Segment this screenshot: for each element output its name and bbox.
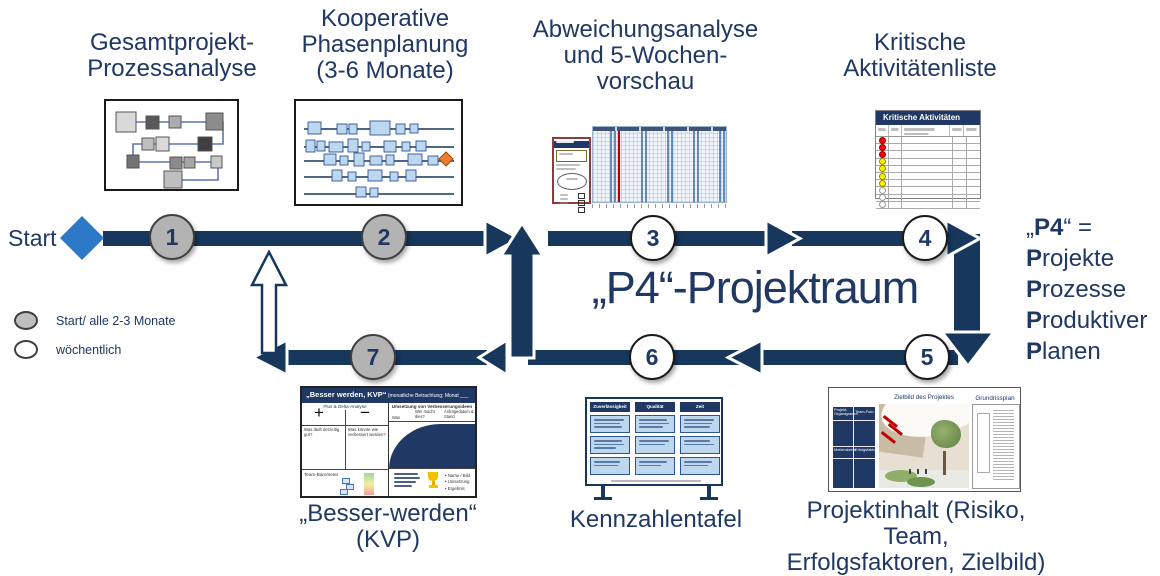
col-wer: Wer macht dies? — [415, 409, 435, 419]
form-field — [556, 150, 587, 162]
return-outline-arrow — [249, 249, 289, 355]
process-analysis-thumbnail — [104, 99, 239, 191]
legend-white-dot-icon — [14, 340, 38, 359]
best-practice-note — [392, 471, 420, 487]
critical-table-title: Kritische Aktivitäten — [876, 111, 980, 125]
legend-weekly-label: wöchentlich — [56, 343, 122, 357]
projektinhalt-thumbnail: Projekt-Organigramm Team-Foto Meilenstei… — [828, 387, 1021, 492]
table-row — [876, 165, 980, 173]
critical-table-subheader — [876, 125, 980, 137]
start-diamond-icon — [60, 216, 104, 260]
umsetzung-label: Umsetzung von Verbesserungsideen — [391, 404, 473, 409]
table-row — [876, 201, 980, 209]
plus-delta-label: Plus & Delta-Analyse — [323, 404, 367, 409]
process-flow-icon — [115, 111, 224, 189]
table-row — [876, 150, 980, 159]
kvp-question-left: Was läuft derzeitig gut? — [304, 427, 340, 437]
deviation-form-thumbnail — [552, 137, 591, 213]
team-barometer-label: Team-Barometer — [304, 472, 339, 477]
caption-kvp: „Besser-werden“ (KVP) — [299, 500, 477, 553]
kvp-board-header: „Besser werden, KVP“ (monatliche Betrach… — [302, 388, 475, 403]
zielbild-image — [879, 404, 969, 488]
board-foot — [700, 497, 718, 500]
kvp-board-thumbnail: „Besser werden, KVP“ (monatliche Betrach… — [300, 386, 477, 498]
cloud-shape-icon — [556, 173, 587, 190]
step-circle-2: 2 — [361, 214, 407, 260]
p4-definition-block: „P4“ = Projekte Prozesse Produktiver Pla… — [1026, 212, 1147, 367]
table-row — [876, 186, 980, 195]
table-row — [876, 179, 980, 188]
kvp-right-panel: Umsetzung von Verbesserungsideen Was Wer… — [389, 403, 475, 496]
grid-axis-ticks — [592, 204, 727, 208]
step-circle-4: 4 — [902, 215, 948, 261]
five-week-grid-thumbnail — [592, 126, 727, 203]
caption-projektinhalt: Projektinhalt (Risiko, Team, Erfolgsfakt… — [786, 497, 1046, 576]
col-stand: Anfragedatum & Stand — [444, 409, 474, 419]
flow-arrow-heads — [249, 217, 998, 378]
kennzahlen-col-zeit: Zeit — [680, 402, 720, 412]
kvp-left-panel: Plus & Delta-Analyse + − Was läuft derze… — [302, 403, 388, 496]
table-row — [876, 136, 980, 145]
phase-planning-thumbnail — [294, 99, 463, 206]
kennzahlen-col-qualitaet: Qualität — [635, 402, 675, 412]
board-leg — [707, 486, 711, 497]
cell-erfolgsfaktoren: Erfolgsfaktoren — [855, 447, 882, 452]
cell-meilensteine: Meilensteine — [834, 447, 856, 452]
today-line — [618, 131, 620, 202]
caption-phase-planning: Kooperative Phasenplanung (3-6 Monate) — [301, 5, 469, 84]
form-header-bar — [554, 141, 589, 148]
board-foot — [594, 497, 612, 500]
critical-activities-thumbnail: Kritische Aktivitäten — [875, 110, 981, 209]
p4-item-prozesse: Prozesse — [1026, 276, 1127, 303]
step-circle-7: 7 — [350, 334, 396, 380]
p4-item-produktiver: Produktiver — [1026, 307, 1148, 334]
caption-process-analysis: Gesamtprojekt- Prozessanalyse — [87, 29, 257, 82]
loop-up-arrow — [498, 220, 546, 360]
legend-monthly-label: Start/ alle 2-3 Monate — [56, 314, 176, 328]
p4-item-projekte: Projekte — [1026, 245, 1115, 272]
zielbild-title: Zielbild des Projektes — [894, 394, 954, 401]
table-row — [876, 143, 980, 152]
gantt-chart-icon — [304, 120, 454, 198]
table-row — [876, 158, 980, 166]
col-was: Was — [392, 415, 401, 420]
plus-sign: + — [314, 403, 324, 422]
kvp-bullet-list: Name / Bild Umsetzung Ergebnis — [445, 473, 470, 492]
grundriss-plan-image — [972, 404, 1020, 489]
step-circle-3: 3 — [630, 215, 676, 261]
table-row — [876, 172, 980, 181]
kennzahlen-board-thumbnail: Zuverlässigkeit Qualität Zeit — [585, 397, 723, 486]
start-label: Start — [8, 225, 57, 251]
board-leg — [601, 486, 605, 497]
step-circle-6: 6 — [629, 334, 675, 380]
projekt-org-table: Projekt-Organigramm Team-Foto Meilenstei… — [833, 407, 882, 488]
minus-sign: − — [360, 403, 370, 422]
step-circle-5: 5 — [904, 334, 950, 380]
p4-heading: „P4“ = — [1026, 214, 1093, 241]
table-row — [876, 194, 980, 202]
step-circle-1: 1 — [149, 214, 195, 260]
p4-item-planen: Planen — [1026, 338, 1101, 365]
caption-critical-activities: Kritische Aktivitätenliste — [843, 29, 997, 82]
p4-projektraum-label: „P4“-Projektraum — [591, 262, 920, 313]
trophy-icon — [427, 472, 439, 492]
grid-header-bar — [593, 127, 726, 131]
kennzahlen-col-zuverlaessigkeit: Zuverlässigkeit — [590, 402, 630, 412]
legend-gray-dot-icon — [14, 311, 38, 330]
caption-kennzahlentafel: Kennzahlentafel — [569, 506, 743, 533]
kvp-navy-area — [389, 424, 475, 469]
cell-projekt-organigramm: Projekt-Organigramm — [834, 407, 858, 417]
kvp-question-right: Was könnte wie verbessert werden? — [348, 427, 386, 437]
milestone-diamond-icon — [438, 151, 454, 167]
cell-team-foto: Team-Foto — [855, 409, 874, 414]
barometer-scale-icon — [364, 473, 374, 495]
caption-deviation-analysis: Abweichungsanalyse und 5-Wochen- vorscha… — [532, 16, 759, 95]
kennzahlen-footnote — [611, 480, 701, 482]
grundriss-title: Grundrissplan — [975, 395, 1015, 402]
